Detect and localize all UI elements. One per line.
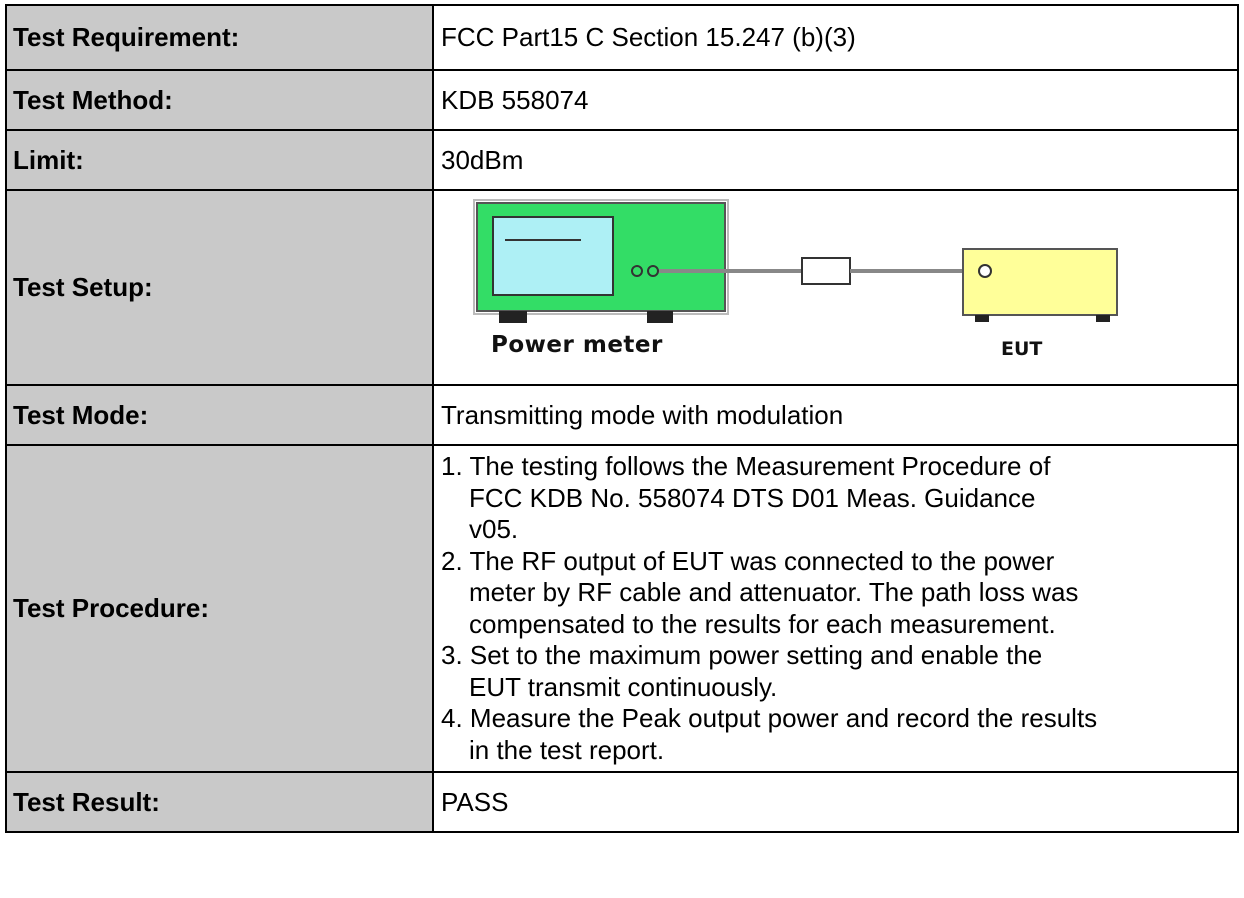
- test-requirement-label: Test Requirement:: [5, 4, 434, 71]
- step-number: 3.: [441, 640, 463, 670]
- row-test-method: Test Method: KDB 558074: [5, 69, 1239, 131]
- procedure-step: 3. Set to the maximum power setting and …: [441, 640, 1237, 703]
- step-text: in the test report.: [469, 734, 665, 765]
- step-number: 2.: [441, 545, 463, 576]
- row-test-requirement: Test Requirement: FCC Part15 C Section 1…: [5, 4, 1239, 71]
- procedure-step: 2. The RF output of EUT was connected to…: [441, 546, 1237, 641]
- power-meter-caption: Power meter: [491, 332, 663, 358]
- eut-icon: [962, 248, 1118, 322]
- row-test-procedure: Test Procedure: 1. The testing follows t…: [5, 444, 1239, 773]
- step-text: The testing follows the Measurement Proc…: [469, 451, 1051, 481]
- step-text: EUT transmit continuously.: [469, 671, 778, 702]
- step-text: meter by RF cable and attenuator. The pa…: [469, 577, 1079, 607]
- test-procedure-cell: 1. The testing follows the Measurement P…: [432, 444, 1239, 773]
- step-text: compensated to the results for each meas…: [469, 608, 1056, 639]
- attenuator-icon: [801, 257, 851, 285]
- procedure-step: 1. The testing follows the Measurement P…: [441, 451, 1237, 546]
- step-number: 4.: [441, 703, 463, 733]
- test-method-label: Test Method:: [5, 69, 434, 131]
- test-setup-diagram: Power meter EUT: [441, 192, 1237, 383]
- step-text: Set to the maximum power setting and ena…: [469, 640, 1043, 670]
- step-text: v05.: [469, 514, 519, 544]
- test-requirement-value: FCC Part15 C Section 15.247 (b)(3): [432, 4, 1239, 71]
- rf-cable-icon: [659, 257, 981, 285]
- test-spec-table: Test Requirement: FCC Part15 C Section 1…: [5, 4, 1239, 833]
- test-mode-label: Test Mode:: [5, 384, 434, 446]
- limit-label: Limit:: [5, 129, 434, 191]
- setup-diagram-svg: [473, 199, 1118, 323]
- step-text: Measure the Peak output power and record…: [469, 703, 1098, 733]
- test-result-value: PASS: [432, 771, 1239, 833]
- row-limit: Limit: 30dBm: [5, 129, 1239, 191]
- test-mode-value: Transmitting mode with modulation: [432, 384, 1239, 446]
- row-test-mode: Test Mode: Transmitting mode with modula…: [5, 384, 1239, 446]
- step-text: The RF output of EUT was connected to th…: [469, 545, 1055, 576]
- procedure-list: 1. The testing follows the Measurement P…: [441, 447, 1237, 770]
- eut-caption: EUT: [1001, 338, 1043, 360]
- step-number: 1.: [441, 451, 463, 481]
- row-test-result: Test Result: PASS: [5, 771, 1239, 833]
- test-result-label: Test Result:: [5, 771, 434, 833]
- power-meter-icon: [473, 199, 729, 323]
- procedure-step: 4. Measure the Peak output power and rec…: [441, 703, 1237, 766]
- test-setup-label: Test Setup:: [5, 189, 434, 386]
- limit-value: 30dBm: [432, 129, 1239, 191]
- step-text: FCC KDB No. 558074 DTS D01 Meas. Guidanc…: [469, 482, 1036, 513]
- test-procedure-label: Test Procedure:: [5, 444, 434, 773]
- test-setup-cell: Power meter EUT: [432, 189, 1239, 386]
- test-method-value: KDB 558074: [432, 69, 1239, 131]
- row-test-setup: Test Setup:: [5, 189, 1239, 386]
